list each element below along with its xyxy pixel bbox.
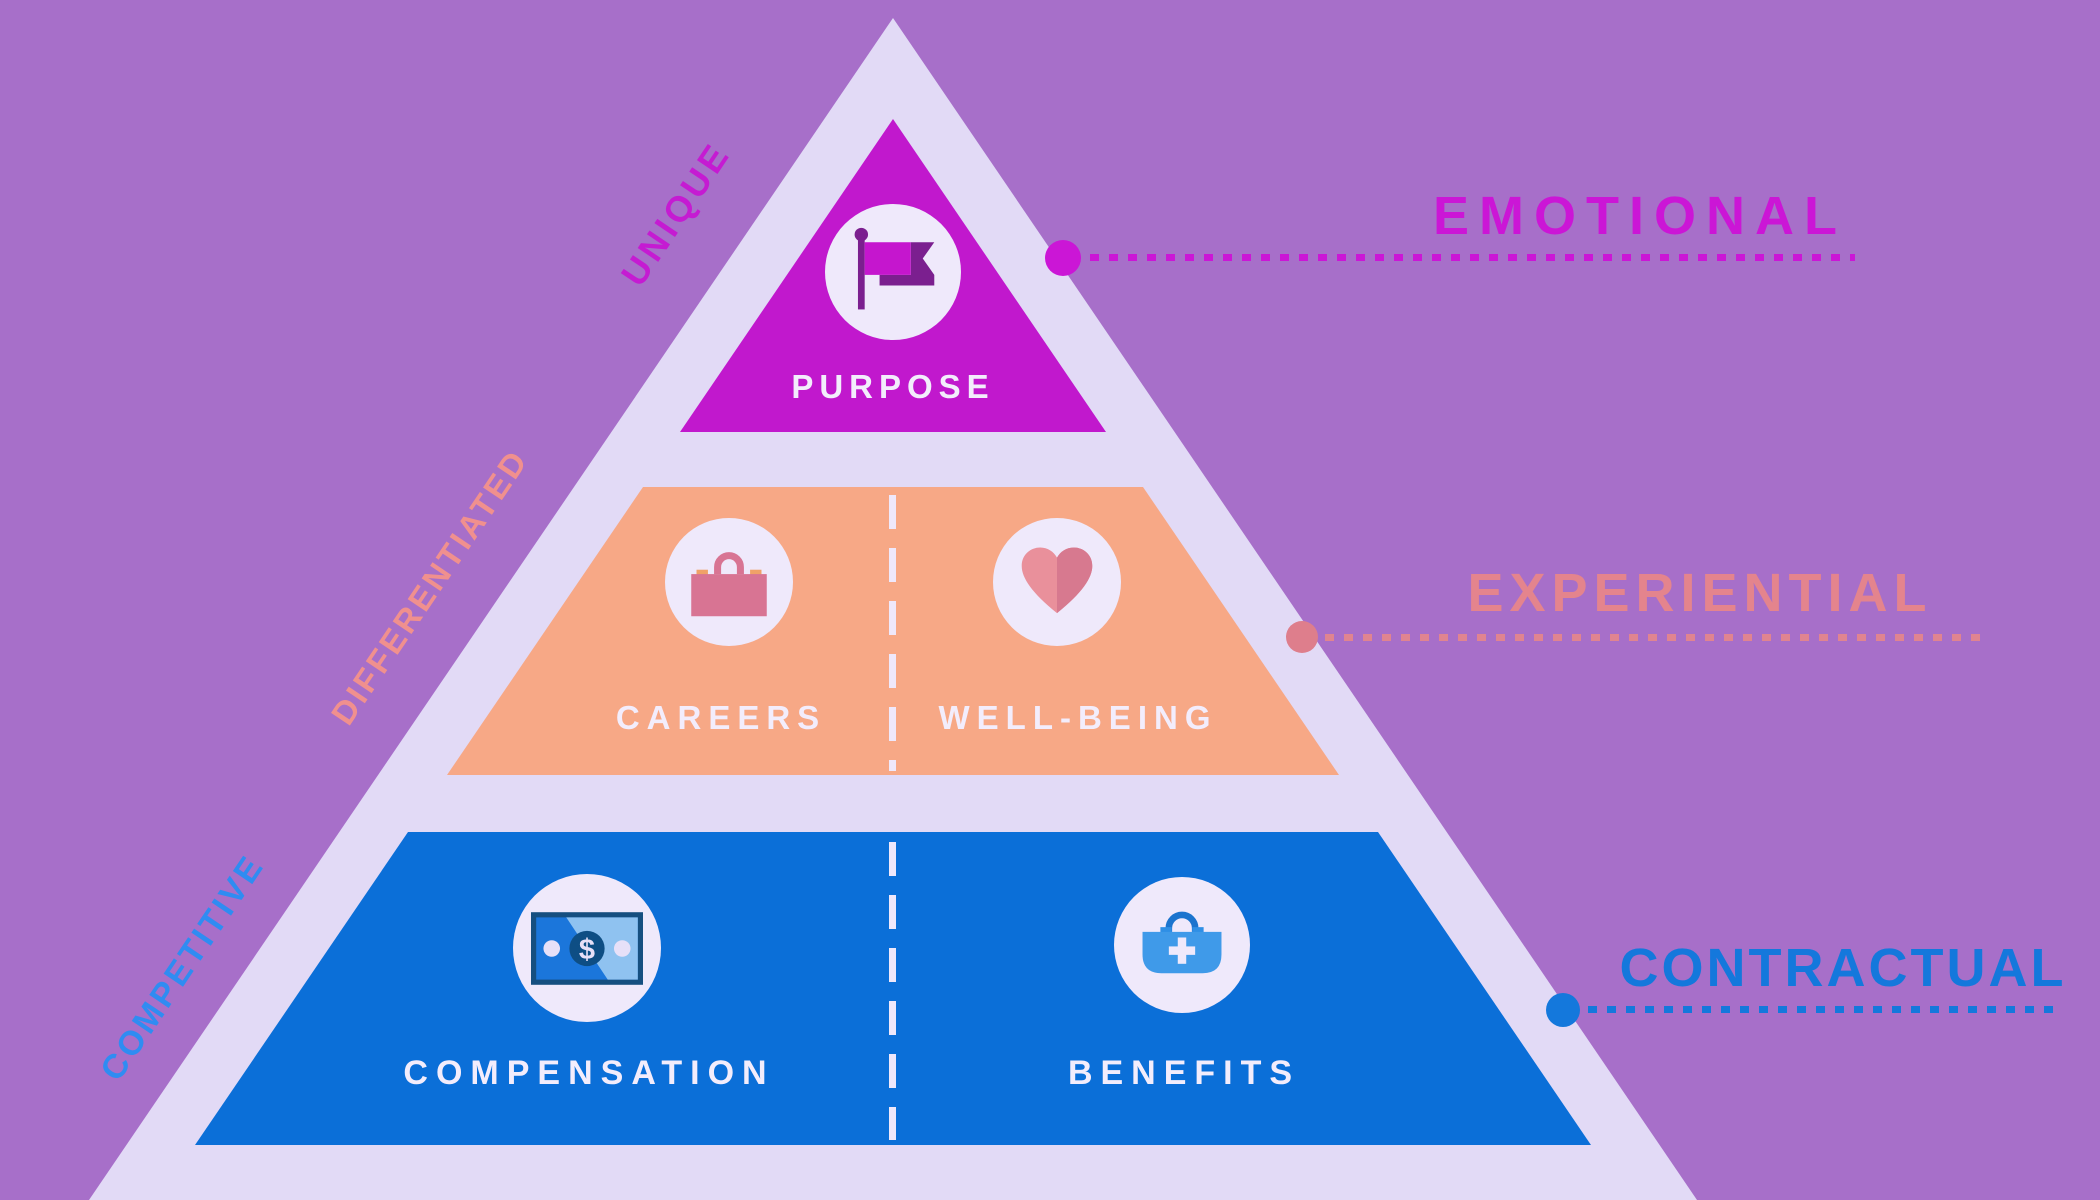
- briefcase-icon: [691, 552, 767, 617]
- purpose-icon-circle: [825, 204, 961, 340]
- contractual-connector-line: [1588, 1006, 2058, 1013]
- emotional-connector-line: [1090, 254, 1855, 261]
- benefits-label: BENEFITS: [1067, 1054, 1301, 1092]
- emotional-connector-dot: [1045, 240, 1081, 276]
- careers-icon-circle: [665, 518, 793, 646]
- heart-icon: [1021, 547, 1093, 614]
- contractual-connector-dot: [1546, 993, 1580, 1027]
- contractual-category-label: CONTRACTUAL: [1619, 938, 2067, 998]
- dollar-symbol: $: [579, 933, 595, 965]
- wellbeing-icon-circle: [993, 518, 1121, 646]
- purpose-label: PURPOSE: [791, 368, 995, 405]
- emotional-category-label: EMOTIONAL: [1433, 186, 1847, 246]
- medical-bag-icon: [1142, 911, 1222, 974]
- experiential-connector-line: [1325, 634, 1985, 641]
- experiential-connector-dot: [1286, 621, 1318, 653]
- experiential-category-label: EXPERIENTIAL: [1467, 563, 1933, 623]
- benefits-icon-circle: [1114, 877, 1250, 1013]
- flag-icon: [854, 227, 935, 310]
- careers-label: CAREERS: [615, 699, 827, 736]
- wellbeing-label: WELL-BEING: [938, 699, 1218, 736]
- compensation-label: COMPENSATION: [403, 1054, 775, 1092]
- money-icon: $: [531, 911, 643, 985]
- tier3-divider: [889, 842, 896, 1140]
- compensation-icon-circle: $: [513, 874, 661, 1022]
- tier2-divider: [889, 495, 896, 771]
- unique-side-label: UNIQUE: [612, 134, 739, 294]
